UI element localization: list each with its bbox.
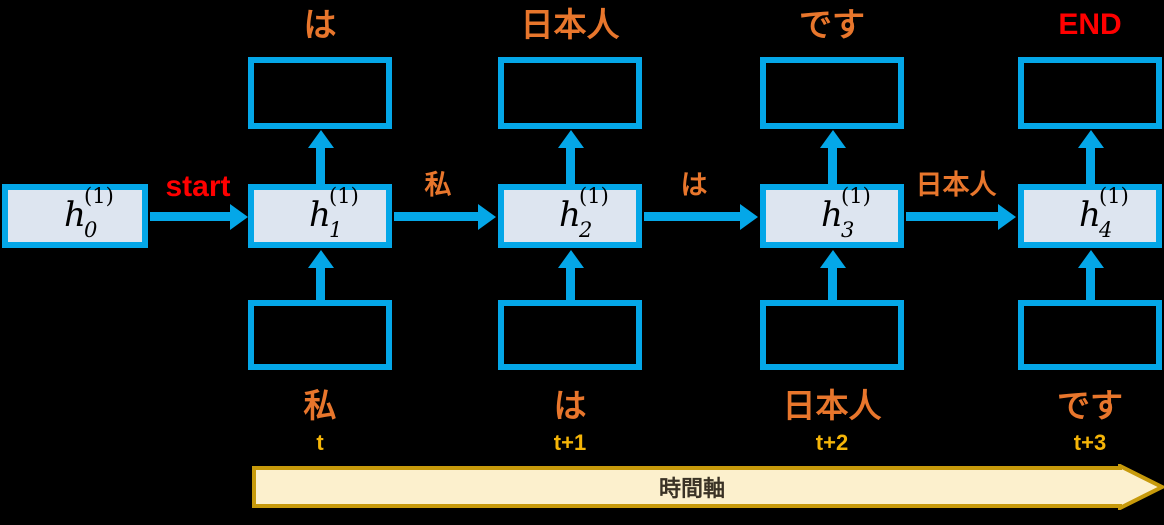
input-label-step-4: です (1057, 386, 1123, 425)
output-arrow-step-1 (316, 146, 325, 184)
recurrent-arrow-label-start: start (165, 170, 231, 203)
time-label-step-1: t (316, 430, 324, 455)
recurrent-arrow-label-step-1-to-2: 私 (424, 170, 452, 201)
hidden-superscript: (1) (579, 184, 609, 208)
hidden-superscript: (1) (84, 184, 114, 208)
input-label-step-2: は (553, 386, 587, 425)
output-label-step-3: です (799, 5, 865, 44)
recurrent-arrow-label-step-2-to-3: は (680, 170, 708, 201)
input-label-step-3: 日本人 (782, 386, 882, 425)
hidden-state-box-h1: h(1)1 (248, 184, 392, 248)
hidden-state-box-h3: h(1)3 (760, 184, 904, 248)
hidden-superscript: (1) (329, 184, 359, 208)
hidden-state-label-h4: h(1)4 (1079, 184, 1129, 242)
hidden-state-label-h1: h(1)1 (309, 184, 359, 242)
input-arrow-step-4 (1086, 266, 1095, 302)
recurrent-arrow-label-step-3-to-4: 日本人 (915, 170, 997, 201)
input-box-step-4 (1018, 300, 1162, 370)
hidden-subscript: 3 (841, 218, 855, 242)
recurrent-arrow-step-3-to-4 (906, 212, 1000, 221)
output-label-step-4: END (1058, 8, 1122, 41)
input-box-step-3 (760, 300, 904, 370)
hidden-state-box-h4: h(1)4 (1018, 184, 1162, 248)
output-arrow-step-2 (566, 146, 575, 184)
hidden-subscript: 0 (84, 218, 98, 242)
hidden-superscript: (1) (841, 184, 871, 208)
hidden-state-box-h2: h(1)2 (498, 184, 642, 248)
time-label-step-3: t+2 (815, 430, 849, 455)
hidden-superscript: (1) (1099, 184, 1129, 208)
input-arrow-step-1 (316, 266, 325, 302)
recurrent-arrow-step-1-to-2 (394, 212, 480, 221)
recurrent-arrow-start (150, 212, 232, 221)
hidden-state-label-h2: h(1)2 (559, 184, 609, 242)
output-box-step-2 (498, 57, 642, 129)
hidden-state-box-h0: h(1)0 (2, 184, 148, 248)
output-label-step-2: 日本人 (520, 5, 620, 44)
hidden-subscript: 2 (579, 218, 593, 242)
timeline-arrow: 時間軸 (252, 464, 1164, 510)
input-box-step-1 (248, 300, 392, 370)
input-arrow-step-3 (828, 266, 837, 302)
input-label-step-1: 私 (303, 386, 337, 425)
hidden-state-label-h3: h(1)3 (821, 184, 871, 242)
recurrent-arrow-step-2-to-3 (644, 212, 742, 221)
hidden-subscript: 1 (329, 218, 343, 242)
output-box-step-1 (248, 57, 392, 129)
output-box-step-4 (1018, 57, 1162, 129)
hidden-state-label-h0: h(1)0 (64, 184, 114, 242)
input-arrow-step-2 (566, 266, 575, 302)
output-box-step-3 (760, 57, 904, 129)
time-label-step-2: t+1 (553, 430, 587, 455)
input-box-step-2 (498, 300, 642, 370)
output-label-step-1: は (303, 5, 337, 44)
output-arrow-step-4 (1086, 146, 1095, 184)
hidden-subscript: 4 (1099, 218, 1113, 242)
output-arrow-step-3 (828, 146, 837, 184)
time-label-step-4: t+3 (1073, 430, 1107, 455)
timeline-arrow-shape (252, 464, 1164, 510)
